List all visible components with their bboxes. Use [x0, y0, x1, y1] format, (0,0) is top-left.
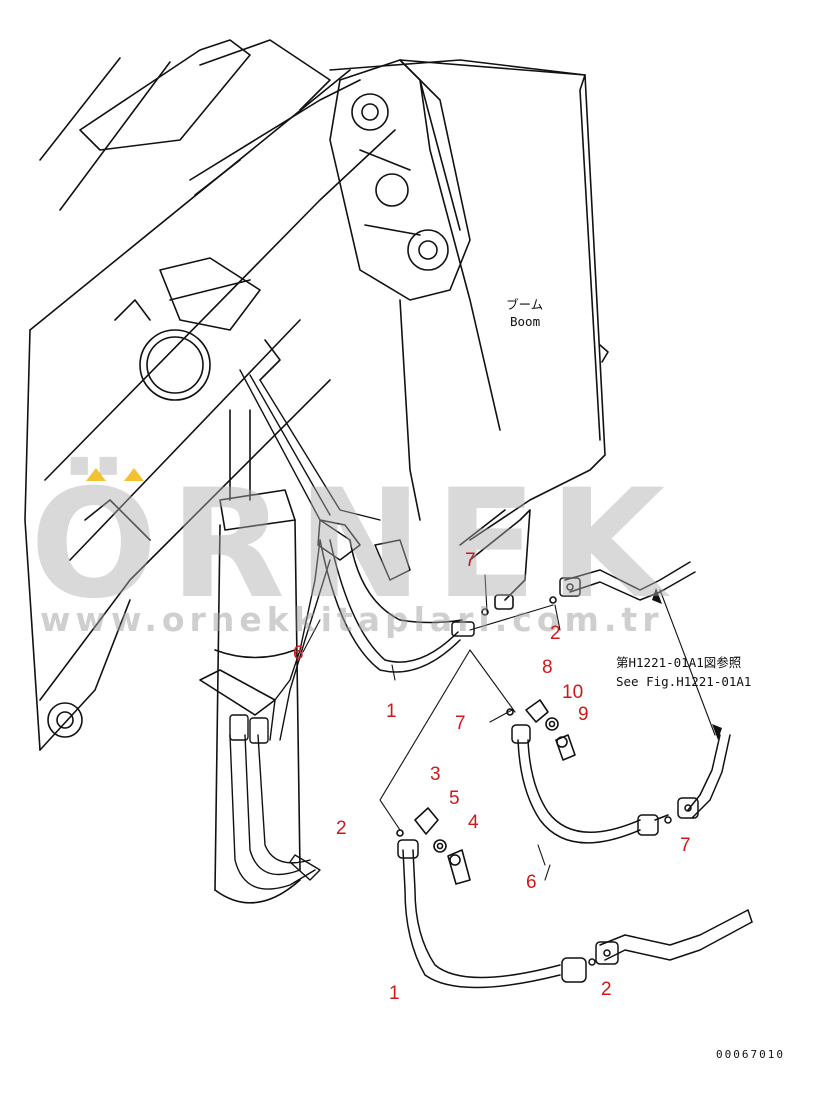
- callout-8: 8: [542, 657, 553, 678]
- hose-bundle-cylinder: [229, 369, 381, 890]
- fitting-parts-3-4-5: [396, 807, 471, 885]
- watermark-word: ÖRNEK: [30, 458, 678, 632]
- callout-2: 2: [601, 979, 612, 1000]
- hydraulic-cylinder: [199, 409, 301, 904]
- o-ring-markers: [481, 596, 557, 616]
- callout-1: 1: [389, 983, 400, 1004]
- callout-7: 7: [455, 713, 466, 734]
- callout-4: 4: [468, 812, 479, 833]
- callout-7: 7: [680, 835, 691, 856]
- callout-7: 7: [465, 550, 476, 571]
- hose-6-lower: [511, 724, 672, 844]
- pipe-right-lower: [677, 734, 731, 819]
- callout-6: 6: [526, 872, 537, 893]
- boom-panel-right: [399, 59, 609, 541]
- callout-1: 1: [386, 701, 397, 722]
- leader-lines: [302, 574, 716, 881]
- fitting-parts-8-9-10: [506, 699, 576, 761]
- callout-2: 2: [336, 818, 347, 839]
- machine-body-outline: [39, 39, 586, 211]
- pipe-upper-right: [559, 561, 696, 601]
- reference-label-jp: 第H1221-01A1図参照: [616, 655, 742, 670]
- hose-1-upper: [317, 519, 475, 673]
- hose-pipe-upper: [459, 509, 531, 610]
- watermark-umlaut-dots: [86, 468, 144, 481]
- callout-3: 3: [430, 764, 441, 785]
- callout-6: 6: [293, 643, 304, 664]
- pipe-lower-right: [595, 909, 753, 965]
- boom-bracket: [329, 59, 471, 301]
- callout-10: 10: [562, 682, 584, 703]
- watermark-url: www.ornekkitaplari.com.tr: [40, 600, 664, 639]
- callout-2: 2: [550, 623, 561, 644]
- drawing-number: 00067010: [716, 1048, 785, 1061]
- boom-label-en: Boom: [510, 314, 541, 329]
- boom-label-jp: ブーム: [506, 297, 544, 312]
- callout-5: 5: [449, 788, 460, 809]
- hose-1-lower: [397, 839, 596, 989]
- reference-arrows: [652, 588, 722, 740]
- boom-structure: [24, 69, 396, 751]
- reference-label-en: See Fig.H1221-01A1: [616, 674, 752, 689]
- callout-9: 9: [578, 704, 589, 725]
